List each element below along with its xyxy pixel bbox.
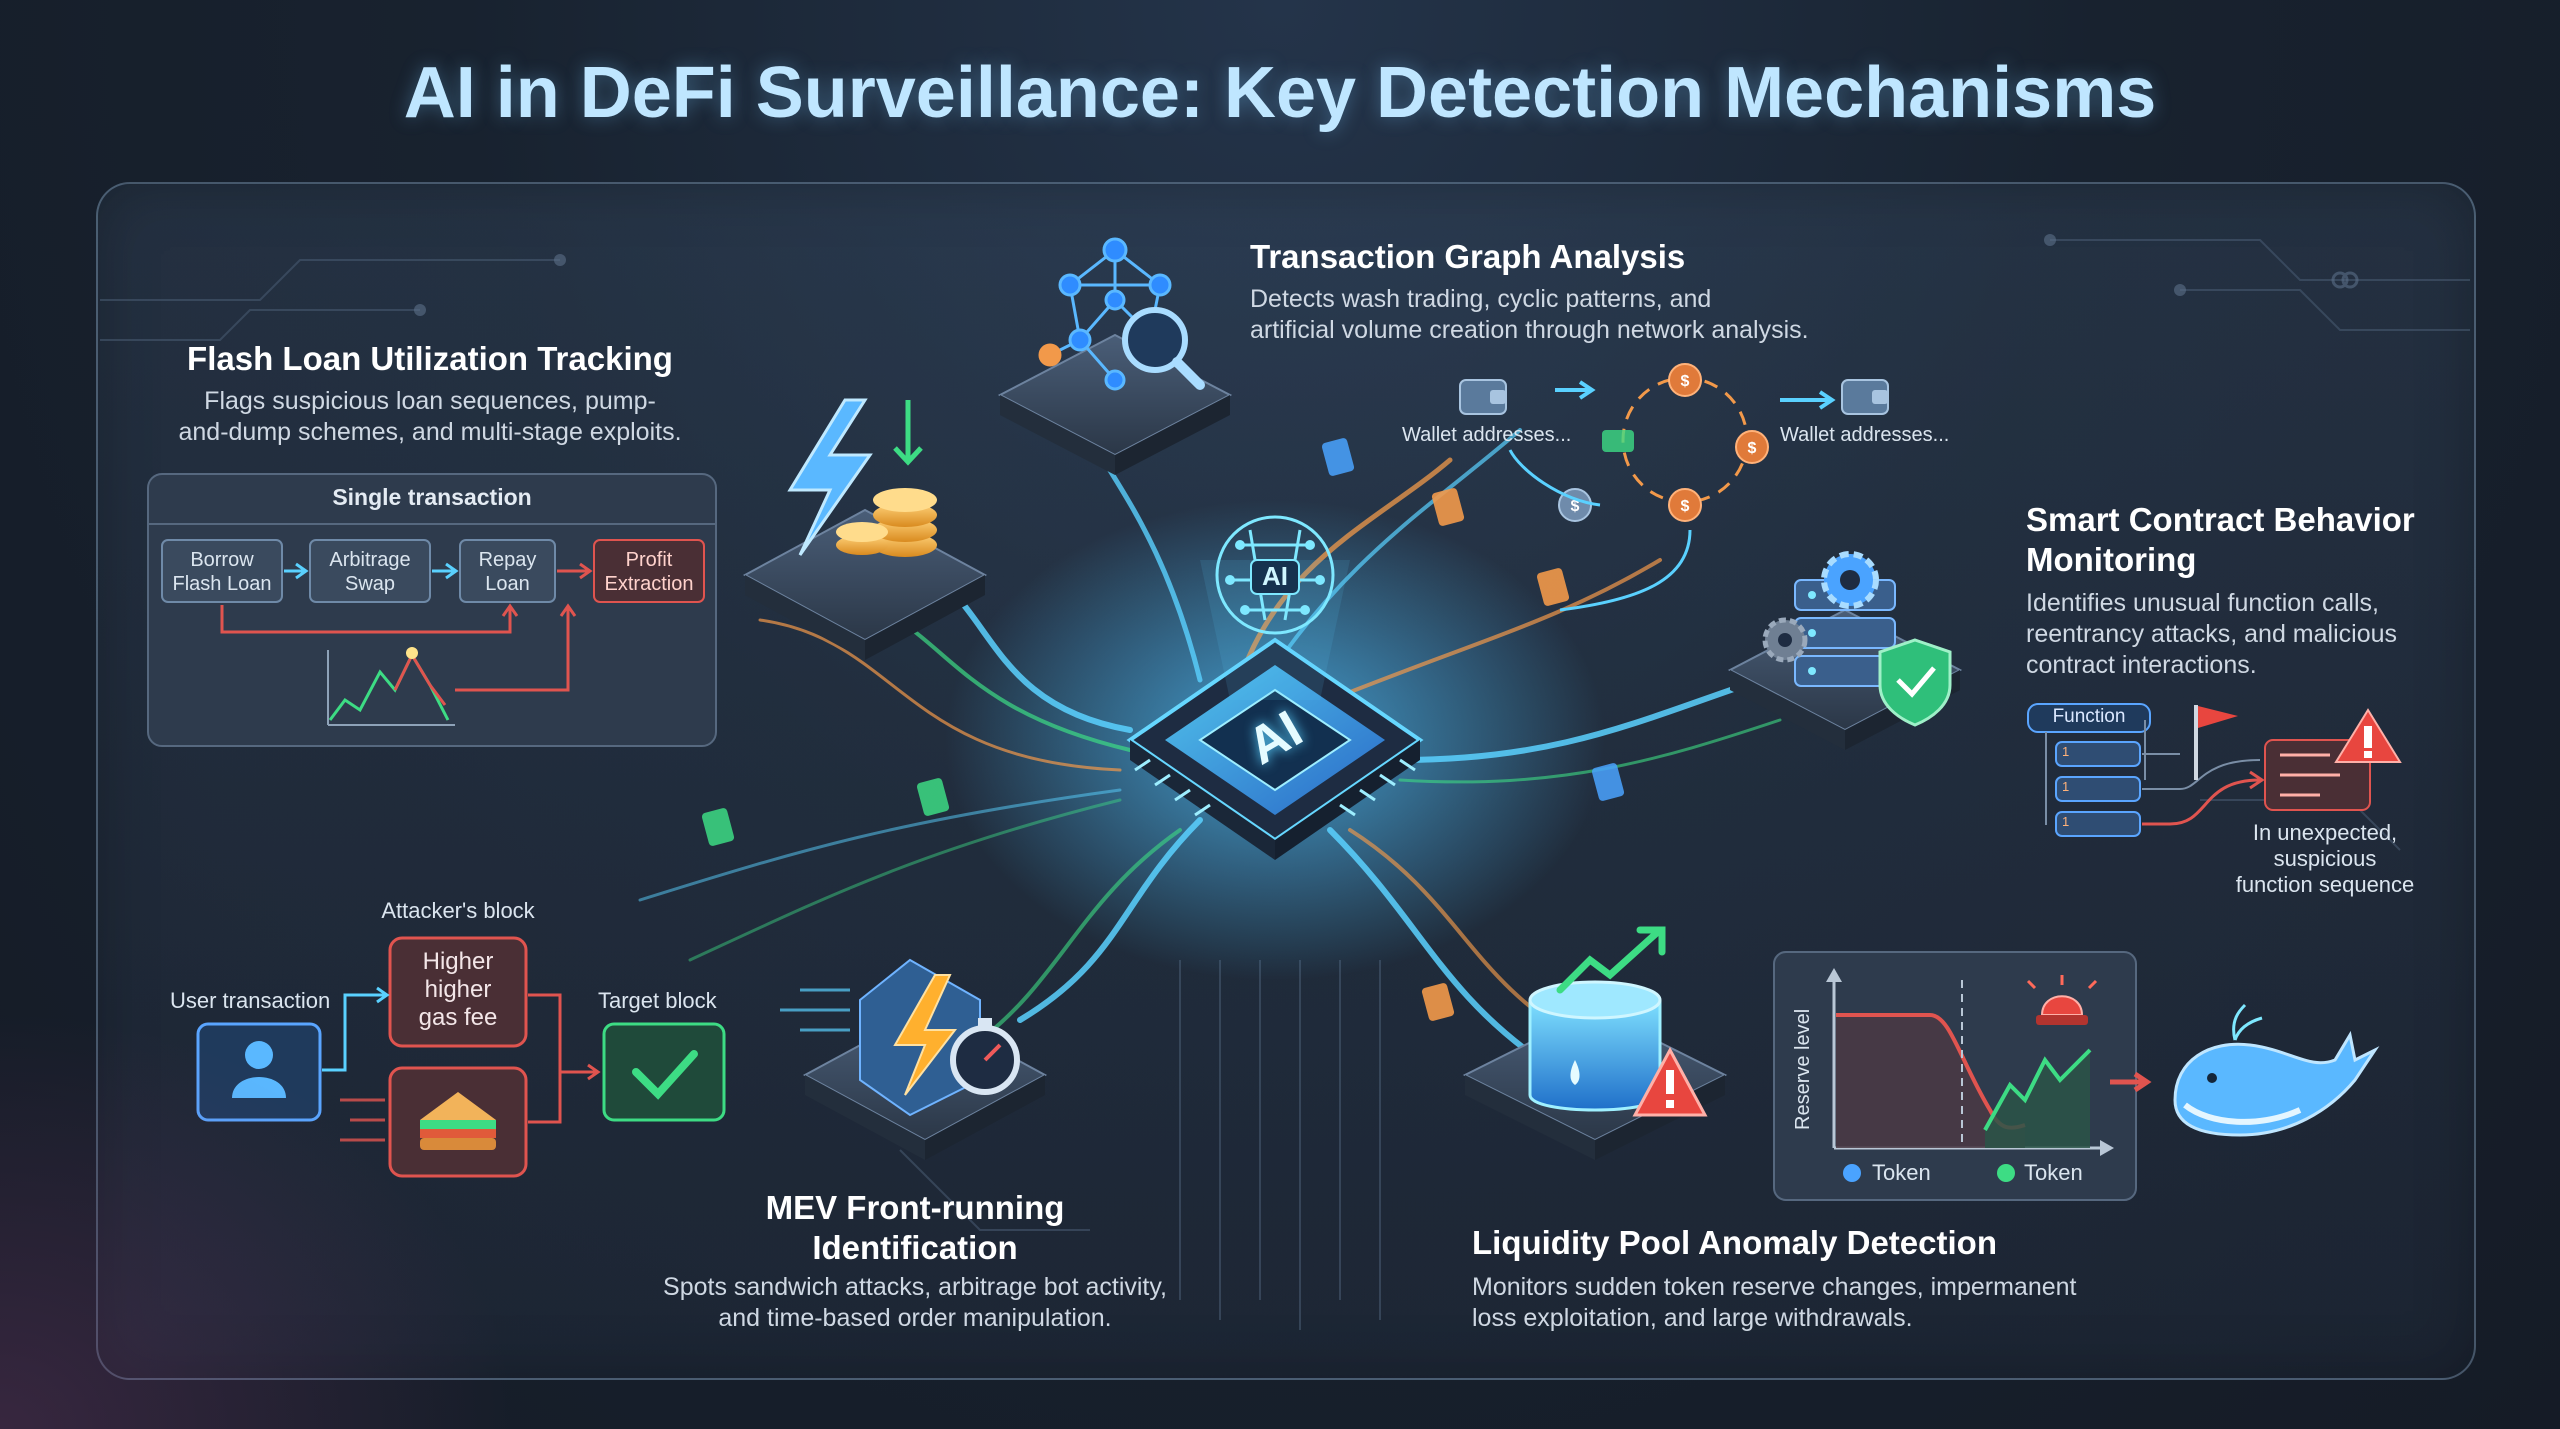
whale-icon (2173, 1003, 2380, 1137)
user-icon (232, 1041, 286, 1098)
reserve-axis-label: Reserve level (1792, 1008, 1814, 1130)
function-diagram (2027, 703, 2402, 837)
warning-icon (1632, 1046, 1708, 1117)
function-slot: 1 (2062, 744, 2070, 759)
flash-loan-panel (147, 473, 717, 747)
siren-icon (2026, 975, 2098, 1025)
wallet-icon (1841, 379, 1889, 415)
page-title: AI in DeFi Surveillance: Key Detection M… (403, 53, 2157, 133)
mev-desc: Spots sandwich attacks, arbitrage bot ac… (663, 1273, 1167, 1332)
liquidity-desc: Monitors sudden token reserve changes, i… (1472, 1273, 2077, 1332)
warning-icon (2334, 708, 2402, 763)
svg-text:$: $ (1571, 498, 1580, 515)
data-packets (701, 438, 1625, 1021)
target-block-label: Target block (598, 988, 717, 1013)
network-graph-icon (1038, 237, 1172, 391)
liquidity-title: Liquidity Pool Anomaly Detection (1472, 1224, 1997, 1261)
function-label: Function (2052, 706, 2126, 727)
panel-title: Single transaction (332, 484, 532, 510)
brain-icon (1200, 515, 1350, 700)
flash-loan-desc: Flags suspicious loan sequences, pump-an… (178, 387, 682, 446)
water-tank-icon (1528, 926, 1666, 1112)
graph-desc: Detects wash trading, cyclic patterns, a… (1250, 285, 1809, 344)
lightning-icon (893, 974, 958, 1096)
circuit-lines (100, 239, 2470, 1330)
wallet-left-label: Wallet addresses... (1402, 424, 1572, 446)
function-slot: 1 (2062, 814, 2070, 829)
sandwich-icon (420, 1092, 496, 1150)
wallet-icon (1459, 379, 1507, 415)
magnifier-icon (1122, 307, 1205, 390)
stopwatch-icon (950, 1018, 1020, 1095)
user-transaction-label: User transaction (170, 988, 331, 1013)
check-icon (632, 1050, 698, 1100)
cpu-chip-icon (1126, 637, 1424, 860)
svg-text:$: $ (1748, 440, 1757, 457)
lightning-icon (787, 398, 873, 556)
svg-text:$: $ (1681, 373, 1690, 390)
graph-platform (997, 333, 1233, 475)
flag-icon (2194, 705, 2238, 780)
legend-token-blue: Token (1872, 1160, 1931, 1185)
graph-title: Transaction Graph Analysis (1250, 238, 1686, 275)
flash-loan-title: Flash Loan Utilization Tracking (187, 340, 673, 377)
mev-diagram (196, 936, 726, 1178)
function-slot: 1 (2062, 779, 2070, 794)
attacker-label: Attacker's block (381, 898, 535, 923)
gear-icon (1762, 551, 1879, 663)
shield-check-icon (1878, 638, 1952, 727)
brain-label: AI (1262, 561, 1288, 591)
coins-icon (836, 400, 937, 557)
smart-contract-desc: Identifies unusual function calls,reentr… (2026, 589, 2398, 679)
svg-text:$: $ (1681, 498, 1690, 515)
legend-token-green: Token (2024, 1160, 2083, 1185)
wallet-right-label: Wallet addresses... (1780, 424, 1950, 446)
wallet-cycle: $ $ $ $ (1459, 363, 1889, 612)
